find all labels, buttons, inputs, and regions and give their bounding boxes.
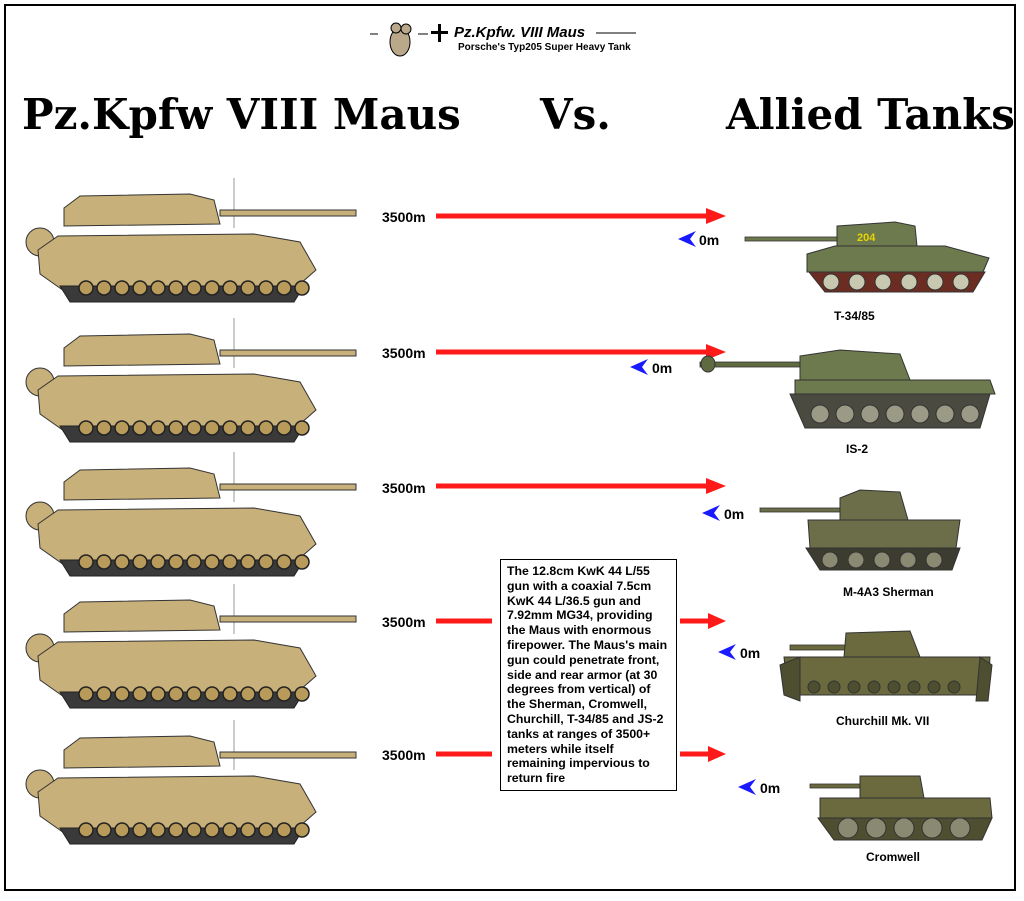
heading-maus: Pz.Kpfw VIII Maus [22, 90, 461, 139]
blue-arrow-icon [738, 779, 756, 795]
sherman-tank-icon [759, 489, 961, 571]
zero-label: 0m [740, 645, 761, 661]
tank-name-cromwell: Cromwell [866, 850, 921, 864]
is2-tank-icon [699, 349, 996, 429]
heading-vs: Vs. [540, 90, 611, 139]
blue-arrow-icon [702, 505, 720, 521]
range-label: 3500m [382, 614, 426, 630]
tank-name-sherman: M-4A3 Sherman [843, 585, 934, 599]
range-label: 3500m [382, 345, 426, 361]
zero-label: 0m [652, 360, 673, 376]
zero-label: 0m [724, 506, 745, 522]
tank-name-is2: IS-2 [846, 442, 869, 456]
header-title: Pz.Kpfw. VIII Maus [454, 24, 586, 41]
zero-label: 0m [760, 780, 781, 796]
turret-number: 204 [857, 232, 876, 244]
mouse-logo-icon [370, 22, 448, 57]
header-subtitle: Porsche's Typ205 Super Heavy Tank [458, 42, 631, 53]
maus-tank-icon [25, 720, 357, 845]
zero-label: 0m [699, 232, 720, 248]
red-arrow-stub [436, 751, 492, 757]
red-arrow-icon [436, 344, 726, 360]
range-label: 3500m [382, 480, 426, 496]
tank-name-t34: T-34/85 [834, 309, 875, 323]
header-rule [596, 32, 636, 34]
heading-allied: Allied Tanks [726, 90, 1015, 139]
red-arrow-stub [436, 618, 492, 624]
t34-85-tank-icon: 204 [744, 221, 990, 293]
red-arrow-icon [436, 208, 726, 224]
blue-arrow-icon [630, 359, 648, 375]
maus-tank-icon [25, 178, 357, 303]
red-arrow-icon [680, 613, 726, 629]
maus-tank-icon [25, 318, 357, 443]
range-label: 3500m [382, 747, 426, 763]
range-label: 3500m [382, 209, 426, 225]
info-box: The 12.8cm KwK 44 L/55 gun with a coaxia… [500, 559, 677, 791]
maus-tank-icon [25, 452, 357, 577]
tank-name-churchill: Churchill Mk. VII [836, 714, 930, 728]
diagram-frame [4, 4, 1016, 891]
churchill-tank-icon [779, 630, 993, 702]
red-arrow-icon [436, 478, 726, 494]
cromwell-tank-icon [809, 775, 993, 841]
maus-tank-icon [25, 584, 357, 709]
header: Pz.Kpfw. VIII Maus Porsche's Typ205 Supe… [370, 20, 680, 60]
blue-arrow-icon [718, 644, 736, 660]
blue-arrow-icon [678, 231, 696, 247]
red-arrow-icon [680, 746, 726, 762]
